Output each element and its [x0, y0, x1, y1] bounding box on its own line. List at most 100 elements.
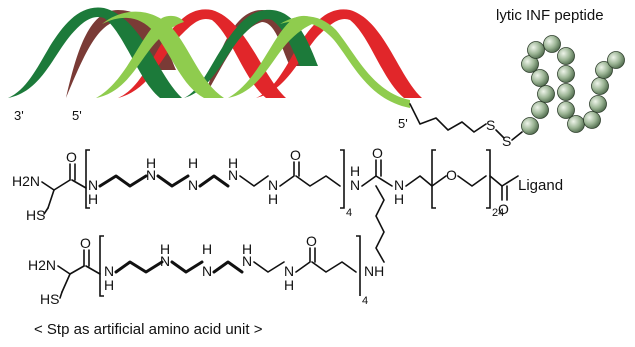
m2-bracket-right: [356, 235, 361, 296]
m1-n5-h: H: [268, 191, 278, 207]
m1-n6: N: [350, 177, 360, 193]
m1-peg-oxygen: O: [446, 167, 457, 183]
m2-n2: N: [160, 253, 170, 269]
m1-n1: N: [88, 177, 98, 193]
m1-bracket-right: [340, 149, 345, 209]
m2-oxygen-1: O: [80, 235, 91, 251]
dna-strand-light-green-1: [102, 11, 224, 98]
m1-n4-h: H: [228, 155, 238, 171]
peptide-bead: [589, 95, 607, 113]
m2-bond: [85, 265, 101, 275]
m1-oxygen-1: O: [66, 149, 77, 165]
m2-bond: [61, 273, 71, 293]
m1-n4: N: [228, 167, 238, 183]
m2-n3: N: [202, 263, 212, 279]
molecule-1: H2N O HS N H N H N H N H N H O 4 H N: [12, 145, 563, 263]
peptide-bead: [531, 101, 549, 119]
m1-oxygen-4: O: [498, 201, 509, 217]
peptide-bead: [557, 65, 575, 83]
m2-n2-h: H: [160, 241, 170, 257]
m1-bond: [43, 207, 49, 215]
m2-bond: [59, 291, 63, 299]
peptide-bead: [607, 51, 625, 69]
lytic-peptide: [521, 35, 625, 135]
peptide-bead: [521, 117, 539, 135]
peptide-bead: [527, 41, 545, 59]
m1-lys-alpha: [361, 175, 393, 187]
m1-lys-sidechain: [375, 185, 385, 263]
m2-n3-h: H: [202, 241, 212, 257]
peptide-bead: [583, 111, 601, 129]
m1-bond: [41, 181, 55, 191]
m2-n1: N: [104, 263, 114, 279]
m1-peg-chain: [457, 175, 487, 187]
m2-h2n: H2N: [28, 257, 56, 273]
peptide-bead: [595, 61, 613, 79]
molecule-2: H2N O HS N H N H N H N H N H O 4 NH: [28, 233, 384, 307]
peptide-bead: [557, 47, 575, 65]
m1-hs: HS: [26, 207, 45, 223]
m2-hs: HS: [40, 291, 59, 307]
dna-end-label-5prime-b: 5': [398, 116, 408, 131]
m1-n5: N: [268, 177, 278, 193]
m1-repeat: 4: [346, 207, 352, 219]
m2-n1-h: H: [104, 277, 114, 293]
m2-bracket-left: [99, 235, 104, 297]
m2-backbone-2: [170, 260, 204, 274]
m2-amide: [295, 247, 311, 273]
m1-n3: N: [188, 177, 198, 193]
m2-backbone-3: [212, 260, 244, 274]
m1-n7-h: H: [394, 191, 404, 207]
m2-n4: N: [242, 253, 252, 269]
m1-n2: N: [146, 167, 156, 183]
dna-helix: 3' 5' 5': [8, 7, 422, 131]
dna-end-label-3prime: 3': [14, 108, 24, 123]
peptide-bead: [567, 115, 585, 133]
m2-n4-h: H: [242, 241, 252, 257]
dna-strand-red-2: [256, 9, 422, 98]
peptide-bead: [537, 85, 555, 103]
s-peptide-bond: [511, 131, 523, 141]
m1-n6-h: H: [350, 163, 360, 179]
m2-n5: N: [284, 263, 294, 279]
m1-ligand: Ligand: [518, 177, 563, 194]
m1-n1-h: H: [88, 191, 98, 207]
m1-h2n: H2N: [12, 173, 40, 189]
peptide-title: lytic INF peptide: [496, 7, 604, 24]
m2-n5-h: H: [284, 277, 294, 293]
dna-strand-light-green-2: [96, 15, 184, 99]
dna-strand-light-green-4: [228, 15, 318, 99]
dna-strand-brown-1: [66, 10, 176, 98]
m1-n7: N: [394, 177, 404, 193]
m2-bond: [69, 265, 85, 275]
m2-succinyl: [311, 261, 357, 273]
peptide-bead: [557, 83, 575, 101]
m1-ligand-chain: [489, 175, 519, 187]
ss-bond: [495, 129, 505, 139]
m1-n3-h: H: [188, 155, 198, 171]
peptide-bead: [557, 101, 575, 119]
m1-peg-bond: [431, 175, 447, 187]
m1-peg-bracket-left: [431, 149, 436, 209]
m1-succinyl: [295, 175, 341, 187]
dna-strand-light-green-3: [280, 16, 410, 108]
m1-ethyl: [405, 175, 433, 187]
m2-bond: [57, 265, 71, 275]
linker-sulfur-2: S: [502, 133, 511, 149]
m1-peg-bracket-right: [486, 149, 491, 209]
m1-backbone-2: [156, 174, 190, 188]
m2-backbone-4: [253, 261, 285, 273]
m1-peg-repeat: 24: [492, 207, 504, 219]
m1-oxygen-3: O: [372, 145, 383, 161]
m2-backbone-1: [114, 260, 164, 274]
peptide-bead: [591, 77, 609, 95]
m2-oxygen-2: O: [306, 233, 317, 249]
m1-bond: [71, 179, 87, 189]
peptide-bead: [531, 69, 549, 87]
m1-bond: [53, 179, 71, 191]
m1-bond: [47, 189, 55, 209]
disulfide-linker: S S: [409, 103, 523, 149]
linker-sulfur-1: S: [486, 117, 495, 133]
